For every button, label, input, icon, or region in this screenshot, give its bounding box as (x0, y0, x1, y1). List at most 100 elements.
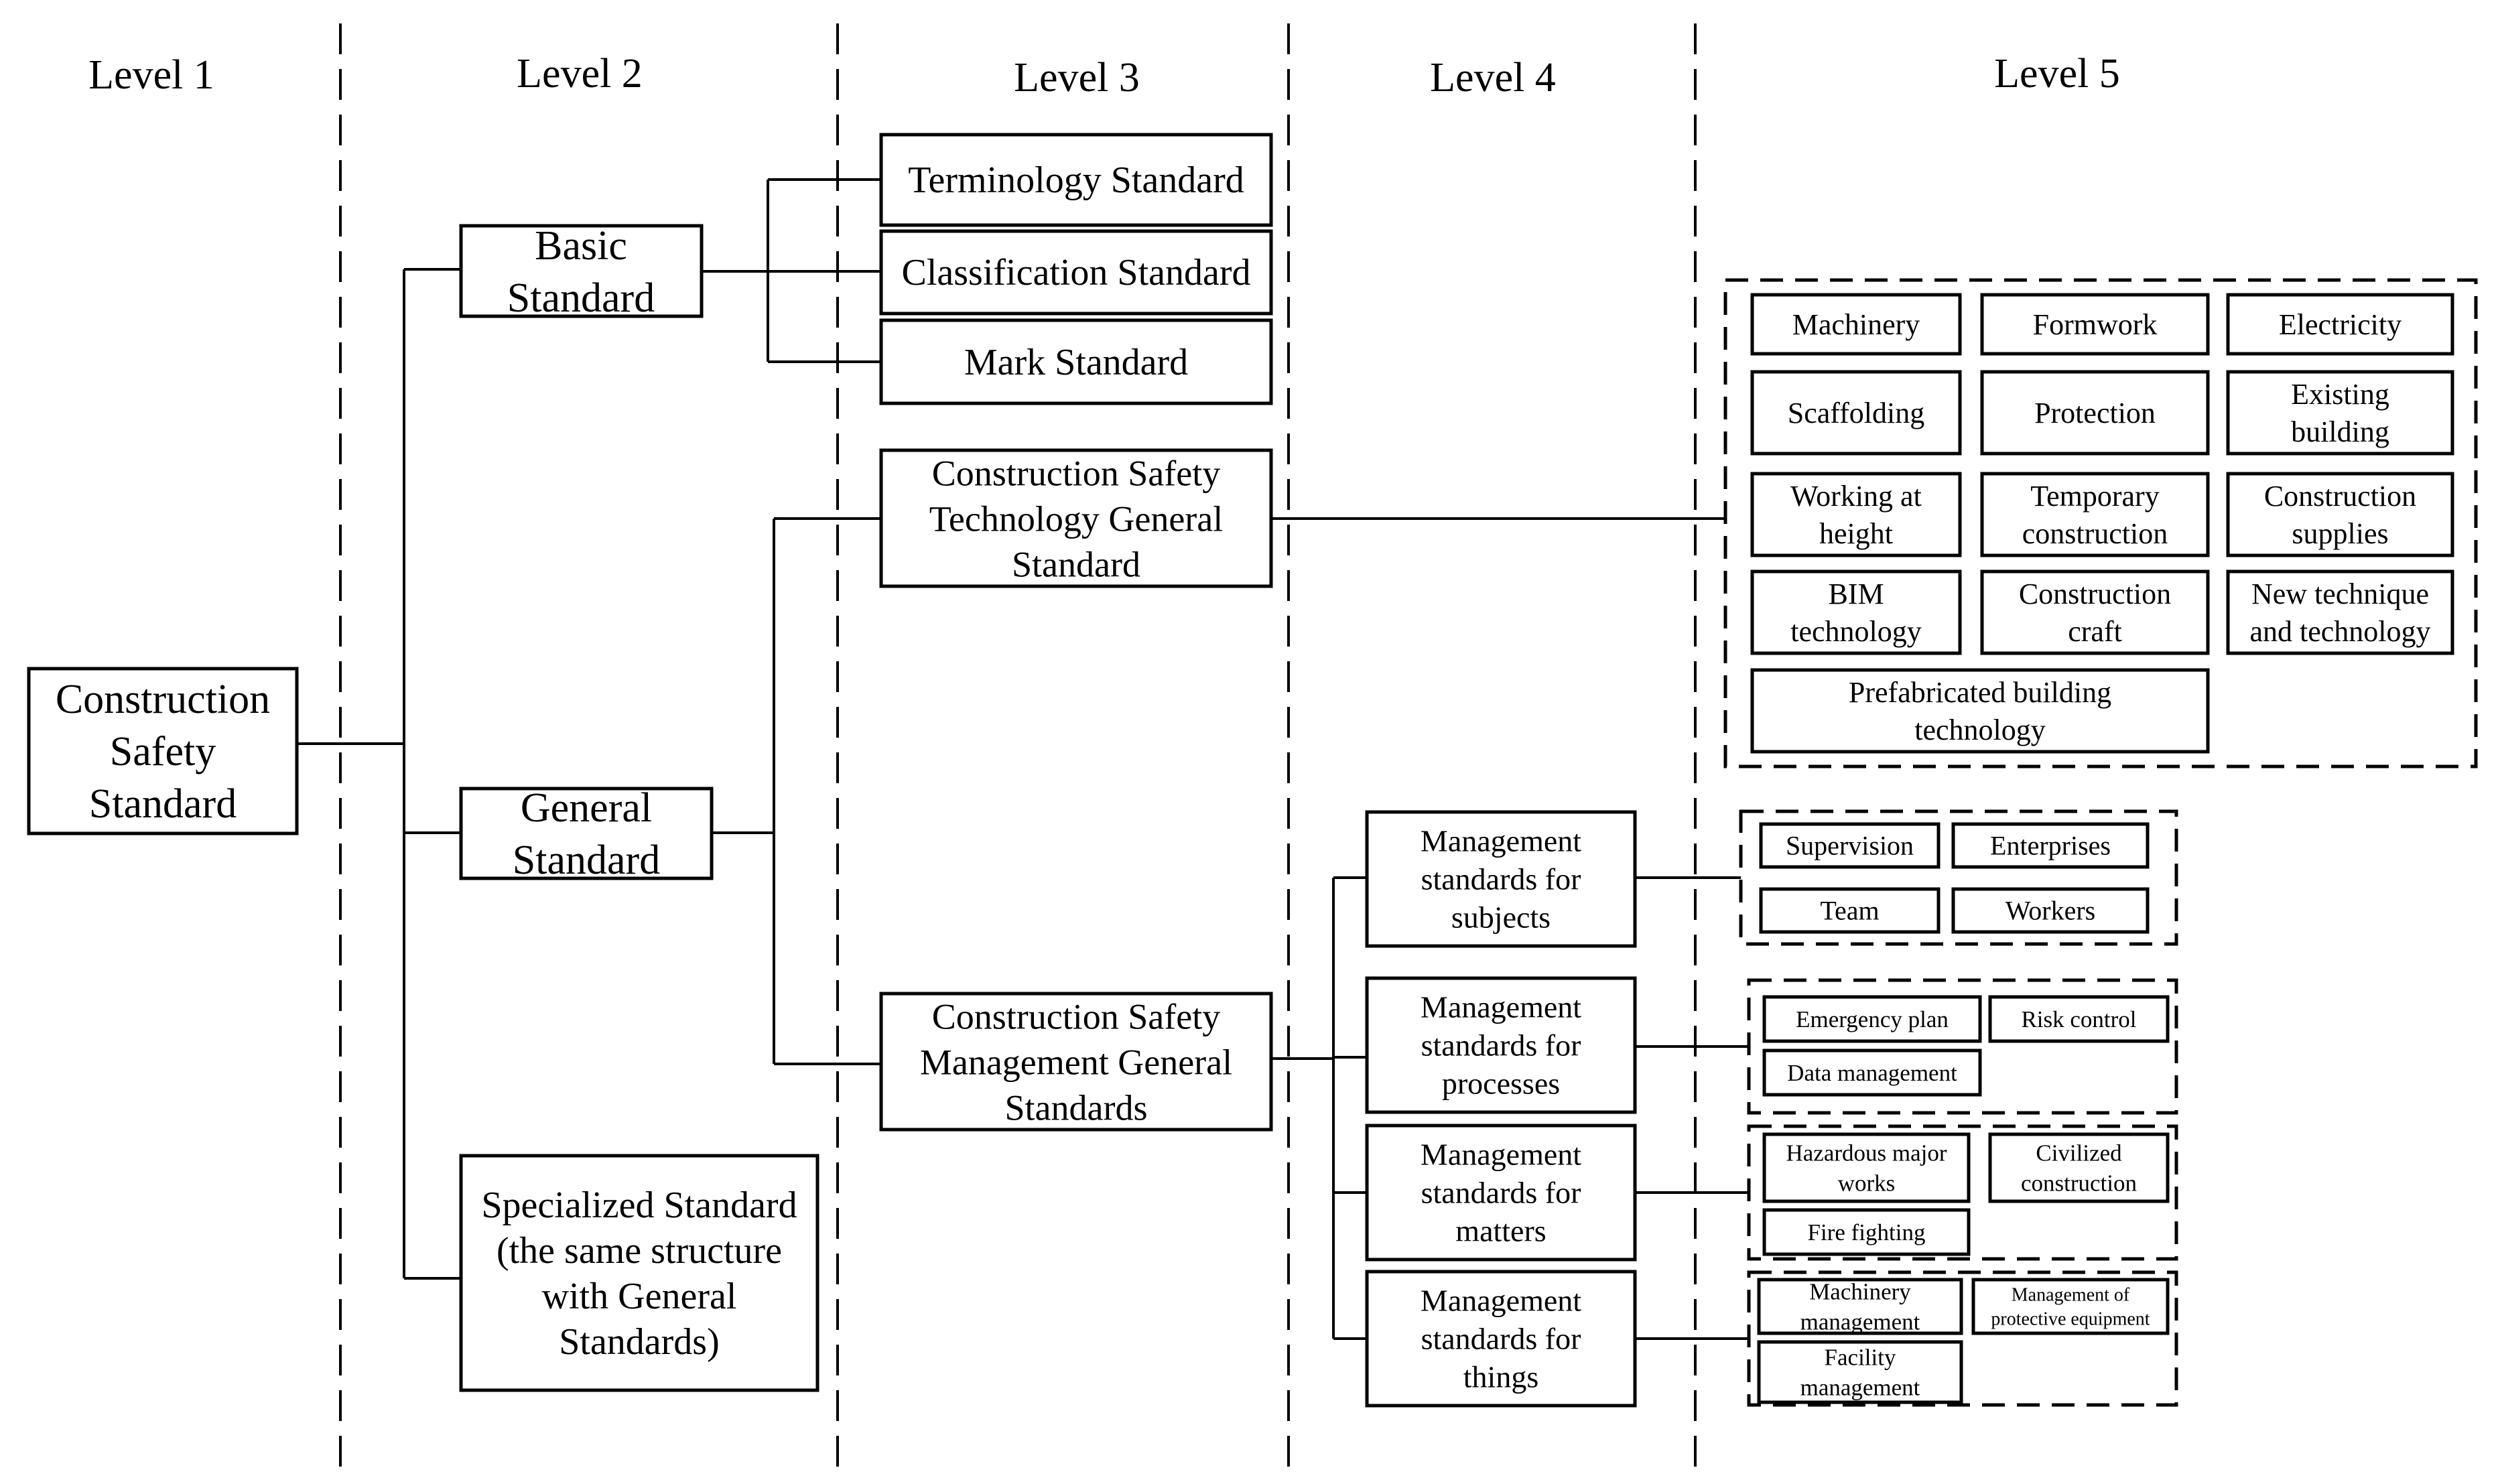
matters-items-group (1747, 1124, 2178, 1261)
management-subjects-box (1365, 810, 1637, 948)
level-4-header: Level 4 (1430, 55, 1556, 100)
specialized-standard-box (459, 1154, 819, 1392)
connector-general-to-level3 (712, 517, 881, 1065)
technology-item-box (1980, 472, 2210, 557)
management-processes-box (1365, 976, 1637, 1114)
technology-item-box (1980, 293, 2210, 356)
processes-item-label: Data management (1787, 1060, 1957, 1086)
things-item-box (1757, 1278, 1963, 1335)
level-2-nodes (459, 224, 819, 1392)
processes-item: Emergency plan (1762, 995, 1982, 1043)
level-2-header: Level 2 (517, 51, 643, 96)
technology-item-box (1980, 569, 2210, 655)
subjects-items-group (1739, 809, 2178, 946)
technology-item-label: Scaffolding (1788, 397, 1925, 429)
things-item-box (1757, 1340, 1963, 1404)
processes-item-box (1762, 1049, 1982, 1097)
management-general-standards-box (879, 992, 1273, 1132)
basic-standard-box (459, 224, 704, 318)
technology-item: Machinery (1750, 293, 1962, 356)
classification-standard-label: Classification Standard (901, 252, 1250, 293)
matters-item-box (1988, 1132, 2170, 1203)
management-things-box (1365, 1270, 1637, 1408)
technology-item-box (1750, 472, 1962, 557)
connector-root-to-level2 (297, 268, 461, 1280)
subjects-item-label: Enterprises (1990, 831, 2111, 861)
level-1-header: Level 1 (88, 52, 214, 98)
subjects-item: Workers (1951, 887, 2150, 934)
things-items-group (1747, 1270, 2178, 1407)
subjects-item: Enterprises (1951, 822, 2150, 869)
technology-item-label: Formwork (2033, 308, 2158, 341)
level5-group-frames (1723, 278, 2478, 1407)
technology-item-box (2226, 569, 2454, 655)
subjects-item-box (1951, 887, 2150, 934)
subjects-item: Team (1759, 887, 1941, 934)
connector-basic-to-level3 (702, 178, 881, 363)
subjects-item-box (1759, 822, 1941, 869)
technology-item-box (1980, 370, 2210, 456)
processes-item-box (1988, 995, 2170, 1043)
terminology-standard-label: Terminology Standard (908, 159, 1244, 201)
technology-item-label: Machinery (1792, 308, 1920, 341)
technology-item-box (2226, 293, 2454, 356)
matters-item-box (1762, 1132, 1971, 1203)
connectors (297, 178, 1749, 1340)
technology-items-group (1723, 278, 2478, 768)
technology-item: Electricity (2226, 293, 2454, 356)
subjects-item-label: Team (1820, 896, 1879, 926)
processes-item: Data management (1762, 1049, 1982, 1097)
technology-item-label: Protection (2034, 397, 2156, 429)
subjects-item: Supervision (1759, 822, 1941, 869)
level-5-header: Level 5 (1994, 51, 2120, 96)
general-standard-box (459, 787, 714, 880)
root-node-box (27, 667, 299, 835)
management-matters-box (1365, 1124, 1637, 1262)
terminology-standard-box (879, 133, 1273, 227)
technology-item: Formwork (1980, 293, 2210, 356)
matters-item-label: Fire fighting (1808, 1219, 1926, 1245)
technology-item-box (1750, 668, 2210, 754)
matters-item: Fire fighting (1762, 1208, 1971, 1256)
processes-item-box (1762, 995, 1982, 1043)
technology-item: Protection (1980, 370, 2210, 456)
connector-mgmt-to-level4 (1271, 876, 1367, 1340)
level-headers: Level 1 Level 2 Level 3 Level 4 Level 5 (88, 51, 2120, 100)
processes-item: Risk control (1988, 995, 2170, 1043)
processes-items-group (1747, 978, 2178, 1115)
mark-standard-label: Mark Standard (964, 342, 1188, 383)
